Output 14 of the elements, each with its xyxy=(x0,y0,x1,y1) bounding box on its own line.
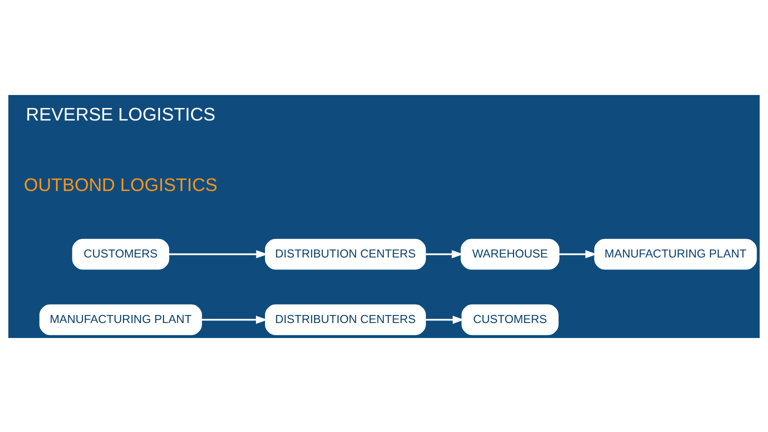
node-box: CUSTOMERS xyxy=(462,304,559,335)
label: REVERSE LOGISTICS xyxy=(26,102,216,124)
label: OUTBOND LOGISTICS xyxy=(24,173,218,194)
node-box: MANUFACTURING PLANT xyxy=(39,304,202,335)
arrow xyxy=(559,250,598,258)
node-box: DISTRIBUTION CENTERS xyxy=(264,238,426,270)
arrow xyxy=(202,315,268,324)
node-box: CUSTOMERS xyxy=(72,238,170,270)
node-box: DISTRIBUTION CENTERS xyxy=(264,304,426,335)
arrow xyxy=(168,250,268,258)
node-box: MANUFACTURING PLANT xyxy=(594,238,757,270)
arrow xyxy=(426,250,464,258)
arrow xyxy=(426,315,464,324)
node-box: WAREHOUSE xyxy=(460,238,560,270)
